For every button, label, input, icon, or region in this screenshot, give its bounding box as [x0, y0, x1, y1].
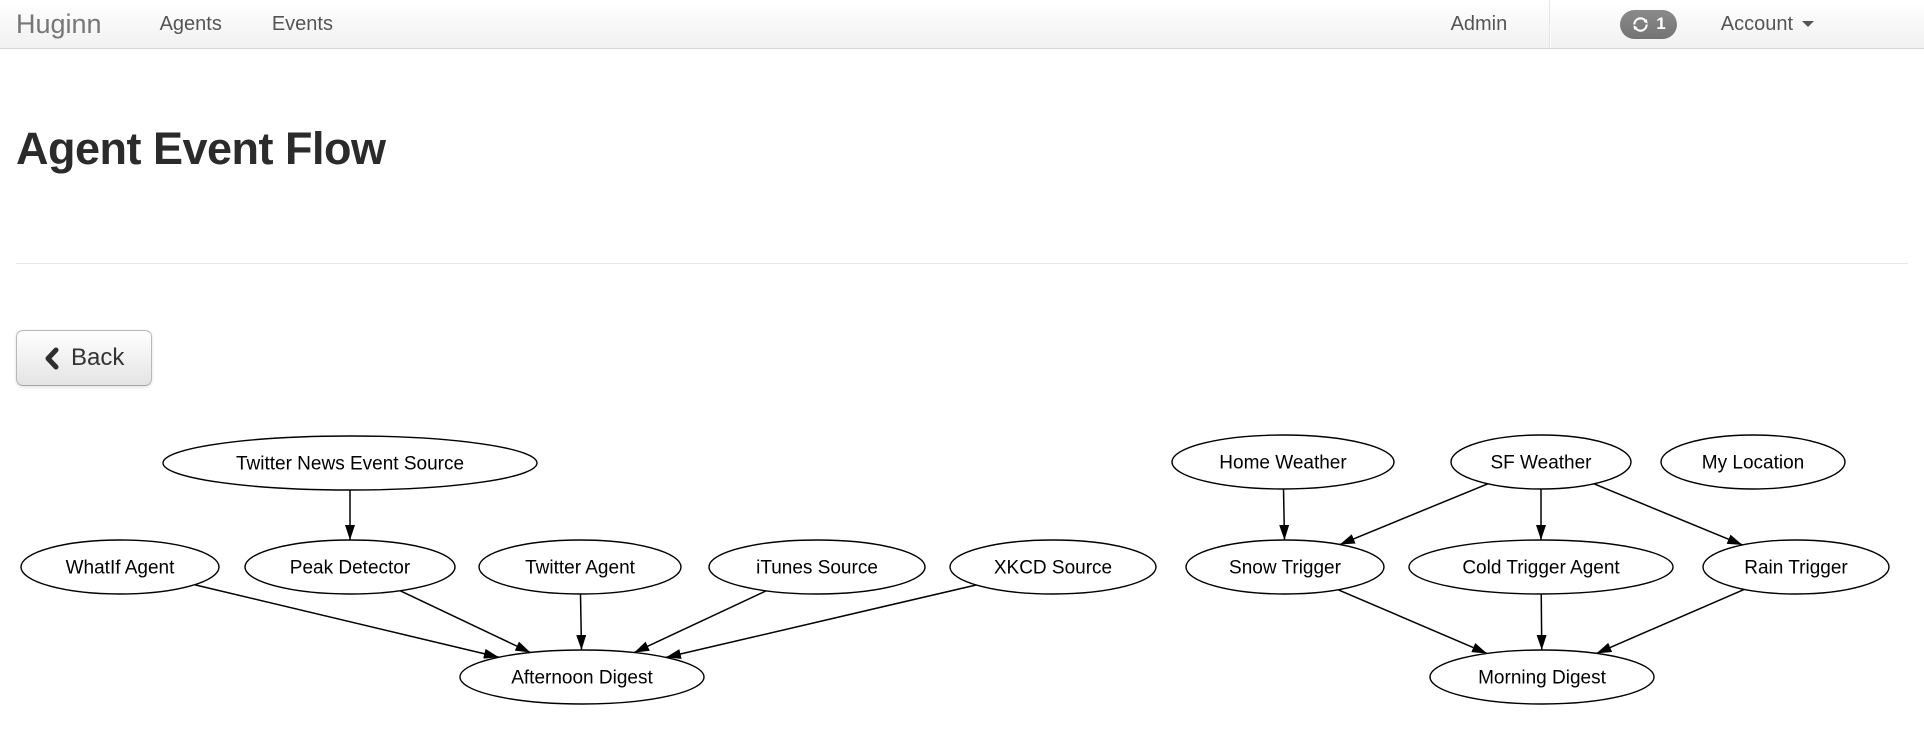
- node-label: Rain Trigger: [1744, 558, 1848, 579]
- node-my-location: My Location: [1660, 434, 1846, 490]
- node-label: Snow Trigger: [1229, 558, 1342, 579]
- node-label: Twitter Agent: [525, 558, 636, 579]
- node-ellipse: [478, 539, 682, 595]
- node-ellipse: [949, 539, 1157, 595]
- node-cold-trigger-agent: Cold Trigger Agent: [1408, 539, 1674, 595]
- title-divider: [16, 263, 1908, 264]
- edge-cold-trigger-agent-to-morning-digest: [1536, 593, 1547, 651]
- edge-xkcd-source-to-afternoon-digest: [665, 584, 977, 659]
- node-label: Afternoon Digest: [511, 668, 653, 689]
- node-morning-digest: Morning Digest: [1429, 649, 1655, 705]
- edge-sf-weather-to-snow-trigger: [1339, 483, 1489, 546]
- node-label: Morning Digest: [1478, 668, 1606, 689]
- node-label: Twitter News Event Source: [236, 454, 464, 475]
- node-ellipse: [708, 539, 926, 595]
- node-label: XKCD Source: [994, 558, 1112, 579]
- node-label: SF Weather: [1490, 453, 1592, 474]
- node-ellipse: [244, 539, 456, 595]
- node-afternoon-digest: Afternoon Digest: [459, 649, 705, 705]
- node-sf-weather: SF Weather: [1450, 434, 1632, 490]
- node-ellipse: [1702, 539, 1890, 595]
- edge-itunes-source-to-afternoon-digest: [633, 590, 767, 654]
- chevron-left-icon: [45, 347, 59, 369]
- node-peak-detector: Peak Detector: [244, 539, 456, 595]
- node-ellipse: [1450, 434, 1632, 490]
- account-dropdown[interactable]: Account: [1721, 13, 1814, 36]
- refresh-icon: [1633, 16, 1649, 32]
- navbar-right: Admin 1 Account: [1451, 0, 1924, 48]
- node-xkcd-source: XKCD Source: [949, 539, 1157, 595]
- brand-link[interactable]: Huginn: [16, 8, 102, 39]
- page-title: Agent Event Flow: [16, 123, 386, 174]
- page-content: Agent Event Flow Back: [0, 123, 1924, 386]
- edge-rain-trigger-to-morning-digest: [1596, 588, 1745, 655]
- edge-whatif-agent-to-afternoon-digest: [194, 584, 500, 659]
- node-twitter-news-event-source: Twitter News Event Source: [162, 435, 538, 491]
- edge-peak-detector-to-afternoon-digest: [399, 590, 531, 654]
- node-label: Peak Detector: [290, 558, 411, 579]
- node-home-weather: Home Weather: [1171, 434, 1395, 490]
- account-label: Account: [1720, 12, 1793, 35]
- edge-home-weather-to-snow-trigger: [1279, 488, 1290, 541]
- node-ellipse: [20, 539, 220, 595]
- node-itunes-source: iTunes Source: [708, 539, 926, 595]
- node-ellipse: [1660, 434, 1846, 490]
- node-ellipse: [1429, 649, 1655, 705]
- edge-sf-weather-to-rain-trigger: [1593, 483, 1743, 546]
- node-ellipse: [1408, 539, 1674, 595]
- node-ellipse: [1171, 434, 1395, 490]
- node-label: My Location: [1702, 453, 1804, 474]
- navbar-divider: [1549, 0, 1551, 48]
- nav-link-agents[interactable]: Agents: [159, 12, 222, 35]
- node-ellipse: [162, 435, 538, 491]
- node-label: Home Weather: [1219, 453, 1347, 474]
- node-ellipse: [459, 649, 705, 705]
- node-whatif-agent: WhatIf Agent: [20, 539, 220, 595]
- navbar: Huginn Agents Events Admin 1 Account: [0, 0, 1924, 49]
- jobs-badge[interactable]: 1: [1620, 9, 1677, 39]
- nav-item-agents[interactable]: Agents: [135, 13, 247, 36]
- jobs-badge-count: 1: [1656, 14, 1666, 33]
- node-label: iTunes Source: [756, 558, 878, 579]
- back-button[interactable]: Back: [16, 330, 153, 386]
- nav-links: Agents Events: [135, 13, 358, 36]
- edge-snow-trigger-to-morning-digest: [1337, 589, 1488, 655]
- nav-link-events[interactable]: Events: [271, 12, 333, 35]
- nav-item-events[interactable]: Events: [247, 13, 358, 36]
- edge-twitter-agent-to-afternoon-digest: [576, 593, 587, 651]
- node-label: WhatIf Agent: [66, 558, 176, 579]
- node-rain-trigger: Rain Trigger: [1702, 539, 1890, 595]
- back-button-label: Back: [71, 344, 125, 371]
- nav-link-admin[interactable]: Admin: [1450, 12, 1508, 35]
- caret-down-icon: [1802, 21, 1814, 27]
- node-label: Cold Trigger Agent: [1462, 558, 1620, 579]
- node-twitter-agent: Twitter Agent: [478, 539, 682, 595]
- node-ellipse: [1185, 539, 1385, 595]
- node-snow-trigger: Snow Trigger: [1185, 539, 1385, 595]
